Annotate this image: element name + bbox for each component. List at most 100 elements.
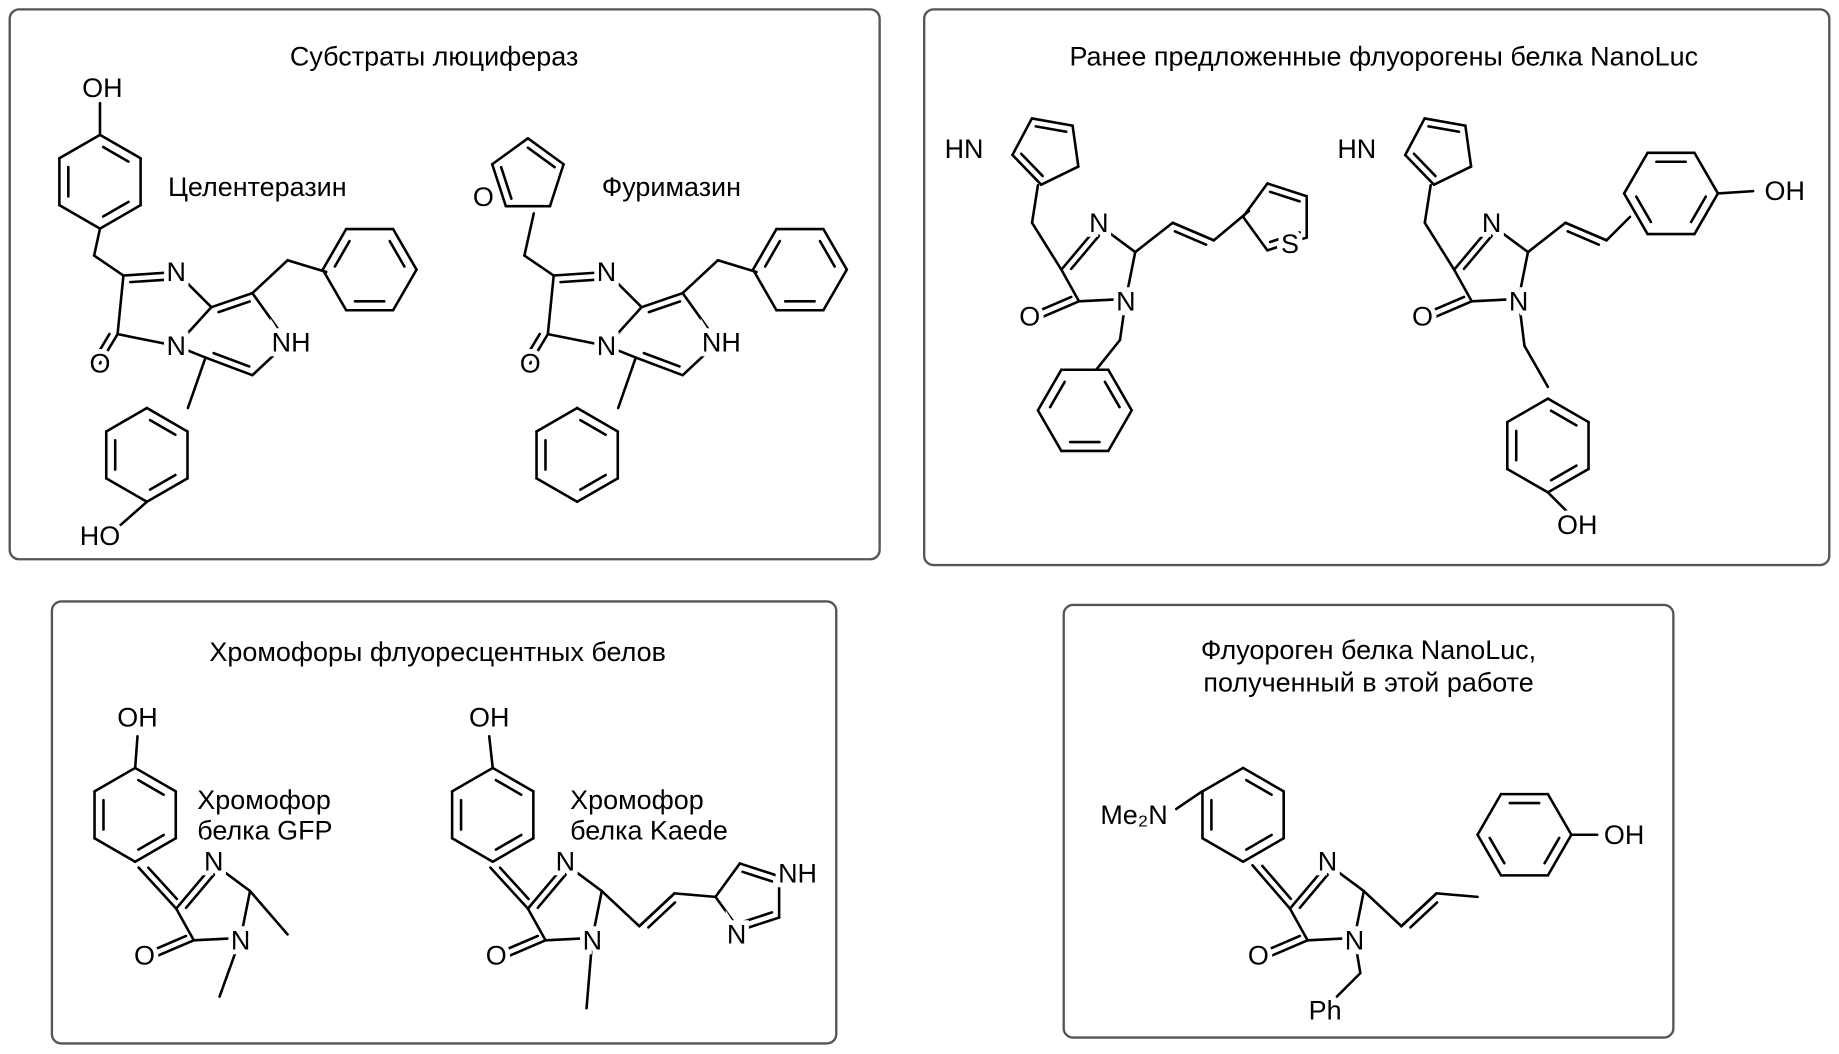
- bond: [450, 836, 495, 864]
- panel-title: Флуороген белка NanoLuc,: [1201, 635, 1536, 665]
- bond: [1546, 491, 1571, 515]
- bond: [1506, 467, 1550, 494]
- atom-label: OH: [469, 703, 509, 733]
- bond: [559, 278, 602, 284]
- bond: [116, 500, 149, 529]
- bond: [98, 133, 142, 160]
- panel-luciferase-substrates: [8, 8, 881, 561]
- bond: [137, 778, 165, 796]
- compound-label-coelenterazine: Целентеразин: [168, 172, 347, 202]
- bond: [1546, 833, 1573, 877]
- bond: [1546, 397, 1590, 424]
- atom-label: N: [1509, 286, 1528, 316]
- bond: [575, 477, 620, 504]
- bond: [1432, 165, 1473, 186]
- atom-label: O: [1019, 302, 1040, 332]
- atom-label: O: [473, 182, 494, 212]
- bond: [1546, 467, 1590, 494]
- bond: [487, 734, 495, 770]
- bond: [93, 766, 137, 793]
- bond: [491, 766, 535, 793]
- bond: [174, 344, 207, 359]
- atom-label: S: [1281, 229, 1299, 259]
- bond: [1244, 778, 1273, 796]
- bond: [528, 332, 550, 365]
- bond: [104, 406, 149, 433]
- bond: [1431, 295, 1466, 312]
- bond: [391, 268, 418, 312]
- bond: [174, 907, 196, 942]
- bond: [673, 892, 717, 899]
- atom-label: HN: [1337, 134, 1376, 164]
- bond: [450, 766, 495, 793]
- bond: [151, 938, 196, 960]
- bond: [1549, 409, 1578, 427]
- bond: [1171, 221, 1216, 242]
- bond: [133, 734, 139, 770]
- bond: [546, 274, 555, 336]
- bond: [1400, 892, 1438, 928]
- bond: [1265, 938, 1309, 960]
- bond: [116, 332, 178, 348]
- atom-label: N: [1482, 208, 1501, 238]
- bond: [212, 351, 251, 368]
- bond: [640, 291, 684, 309]
- bond: [605, 270, 643, 309]
- bond: [388, 239, 406, 268]
- bond: [1409, 901, 1439, 929]
- bond: [616, 356, 638, 410]
- bond: [1036, 409, 1063, 453]
- bond: [579, 473, 607, 491]
- bond: [1268, 231, 1301, 244]
- atom-label: N: [166, 331, 185, 361]
- bond: [579, 418, 607, 437]
- atom-label: N: [583, 925, 602, 955]
- bond: [503, 938, 547, 960]
- bond: [153, 934, 188, 951]
- atom-label: HO: [80, 521, 120, 551]
- bond: [92, 254, 125, 277]
- atom-label: Me₂N: [1100, 800, 1167, 830]
- bond: [1030, 221, 1063, 271]
- bond: [1260, 864, 1293, 901]
- bond: [738, 862, 781, 878]
- bond: [133, 836, 178, 864]
- bond: [536, 872, 568, 910]
- bond: [647, 901, 677, 929]
- bond: [681, 341, 720, 377]
- bond: [822, 227, 849, 271]
- bond: [1543, 836, 1561, 865]
- bond: [145, 477, 189, 504]
- bond: [248, 889, 289, 936]
- bond: [1077, 297, 1128, 303]
- compound-label-kaede: белка Kaede: [570, 815, 728, 845]
- bond: [585, 936, 594, 1010]
- bond: [1288, 862, 1329, 910]
- bond: [133, 766, 178, 793]
- bond: [1353, 889, 1366, 940]
- bond: [1526, 221, 1567, 254]
- bond: [575, 406, 620, 433]
- bond: [1353, 936, 1362, 975]
- bond: [1095, 338, 1122, 371]
- atom-label: O: [520, 348, 541, 378]
- bond: [1429, 300, 1473, 321]
- bond: [1030, 117, 1074, 127]
- bond: [535, 406, 579, 433]
- bond: [1517, 297, 1526, 348]
- atom-label: O: [486, 941, 507, 971]
- bond: [98, 203, 142, 230]
- bond: [192, 936, 242, 942]
- bond: [1546, 792, 1573, 837]
- bond: [174, 270, 213, 309]
- bond: [1517, 250, 1530, 301]
- bond: [1106, 409, 1133, 453]
- bond: [148, 473, 177, 491]
- bond: [1476, 833, 1503, 877]
- bond: [1564, 221, 1608, 242]
- bond: [92, 227, 102, 257]
- bond: [591, 889, 604, 940]
- bond: [1549, 464, 1578, 482]
- bond: [1605, 215, 1632, 242]
